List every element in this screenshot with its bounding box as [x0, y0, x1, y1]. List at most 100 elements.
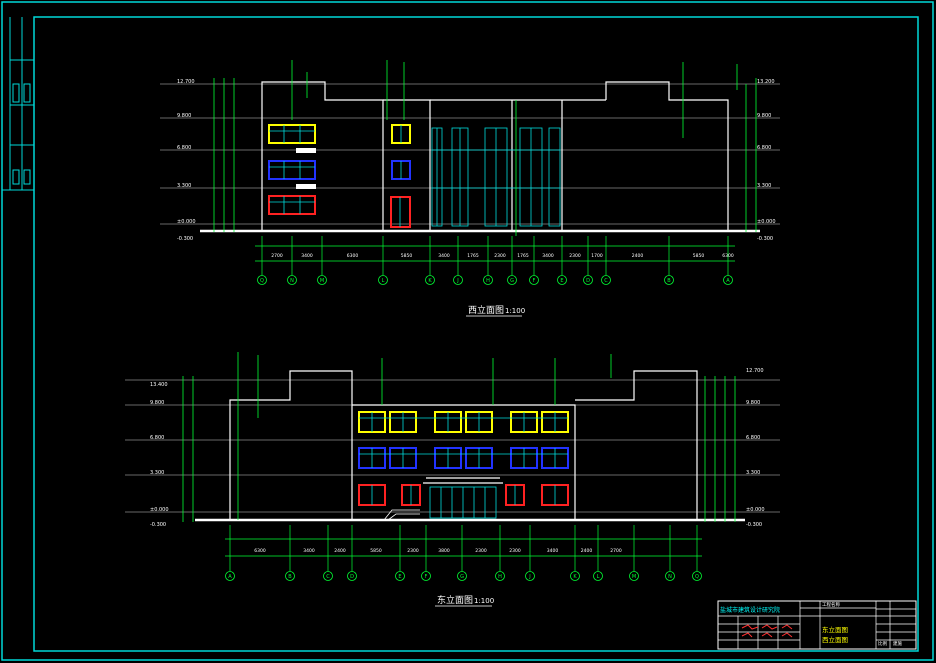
- west-axis-bubble: [287, 275, 297, 285]
- east-dimension: 2400: [334, 548, 346, 554]
- east-dimension: 3400: [303, 548, 315, 554]
- west-dimension: 1765: [467, 253, 479, 259]
- east-level-right: 6.800: [746, 435, 760, 441]
- east-level-right: 3.300: [746, 470, 760, 476]
- west-dimension: 1700: [591, 253, 603, 259]
- east-axis-bubble: [347, 571, 357, 581]
- west-level-right: ±0.000: [757, 219, 776, 225]
- west-level-right: 6.800: [757, 145, 771, 151]
- west-dimension: 2700: [271, 253, 283, 259]
- west-axis-label: N: [290, 278, 294, 284]
- east-dimension: 6300: [254, 548, 266, 554]
- east-axis-label: N: [668, 574, 672, 580]
- west-dimension: 2300: [494, 253, 506, 259]
- design-institute-name: 盐城市建筑设计研究院: [720, 606, 780, 614]
- west-elevation-scale: 1:100: [505, 307, 525, 315]
- east-axis-label: C: [326, 574, 330, 580]
- drawing-title-1: 东立面图: [822, 625, 848, 634]
- east-axis-label: M: [632, 574, 636, 580]
- east-axis-label: B: [288, 574, 292, 580]
- west-axis-bubble: [483, 275, 493, 285]
- east-axis-bubble: [570, 571, 580, 581]
- drawing-title-2: 西立面图: [822, 635, 848, 644]
- east-axis-bubble: [285, 571, 295, 581]
- west-axis-label: K: [428, 278, 432, 284]
- west-axis-bubble: [507, 275, 517, 285]
- west-axis-label: Q: [260, 278, 264, 284]
- inner-frame: [33, 16, 919, 652]
- east-dimension: 2300: [407, 548, 419, 554]
- east-axis-bubble: [593, 571, 603, 581]
- west-axis-label: F: [533, 278, 536, 284]
- west-level-right: -0.300: [757, 236, 773, 242]
- west-level-left: 6.800: [177, 145, 191, 151]
- east-axis-bubble: [665, 571, 675, 581]
- west-dimension: 3400: [542, 253, 554, 259]
- east-level-right: -0.300: [746, 522, 762, 528]
- west-axis-label: G: [510, 278, 514, 284]
- east-axis-bubble: [323, 571, 333, 581]
- west-dimension: 3400: [301, 253, 313, 259]
- west-axis-label: B: [667, 278, 671, 284]
- title-block: 盐城市建筑设计研究院 工程名称 东立面图 西立面图 比例 建施: [717, 600, 917, 650]
- west-axis-label: M: [320, 278, 324, 284]
- sheet-number: 建施: [893, 640, 902, 647]
- east-axis-label: G: [460, 574, 464, 580]
- east-axis-label: D: [350, 574, 354, 580]
- west-axis-bubble: [425, 275, 435, 285]
- west-axis-label: J: [456, 278, 458, 284]
- west-axis-label: D: [586, 278, 590, 284]
- east-dimension: 2700: [610, 548, 622, 554]
- west-level-left: 12.700: [177, 79, 195, 85]
- west-axis-bubble: [529, 275, 539, 285]
- west-axis-label: L: [382, 278, 385, 284]
- west-dimension: 2300: [569, 253, 581, 259]
- west-axis-bubble: [601, 275, 611, 285]
- east-axis-bubble: [495, 571, 505, 581]
- west-level-left: ±0.000: [177, 219, 196, 225]
- west-axis-bubble: [664, 275, 674, 285]
- east-axis-bubble: [395, 571, 405, 581]
- west-elevation-title: 西立面图: [468, 304, 504, 316]
- east-axis-label: H: [498, 574, 502, 580]
- east-level-left: -0.300: [150, 522, 166, 528]
- east-axis-label: F: [425, 574, 428, 580]
- east-level-left: 9.800: [150, 400, 164, 406]
- west-dimension: 6300: [347, 253, 359, 259]
- east-level-left: 13.400: [150, 382, 168, 388]
- east-axis-label: A: [228, 574, 232, 580]
- east-dimension: 3400: [547, 548, 559, 554]
- west-axis-bubble: [453, 275, 463, 285]
- east-axis-bubble: [225, 571, 235, 581]
- east-dimension: 5850: [370, 548, 382, 554]
- west-axis-bubble: [317, 275, 327, 285]
- west-level-right: 13.200: [757, 79, 775, 85]
- west-level-left: -0.300: [177, 236, 193, 242]
- west-axis-label: C: [604, 278, 608, 284]
- east-axis-bubble: [629, 571, 639, 581]
- west-dimension: 2400: [632, 253, 644, 259]
- east-axis-bubble: [692, 571, 702, 581]
- east-level-right: 9.800: [746, 400, 760, 406]
- west-axis-label: A: [726, 278, 730, 284]
- west-axis-bubble: [723, 275, 733, 285]
- project-label: 工程名称: [822, 601, 840, 608]
- east-dimension: 3800: [438, 548, 450, 554]
- east-level-left: 3.300: [150, 470, 164, 476]
- east-elevation-title: 东立面图: [437, 594, 473, 606]
- west-dimension: 5850: [401, 253, 413, 259]
- east-axis-label: K: [573, 574, 577, 580]
- west-dimension: 1765: [517, 253, 529, 259]
- east-axis-label: L: [597, 574, 600, 580]
- east-level-left: ±0.000: [150, 507, 169, 513]
- west-axis-label: H: [486, 278, 490, 284]
- west-axis-bubble: [257, 275, 267, 285]
- east-level-right: ±0.000: [746, 507, 765, 513]
- east-axis-bubble: [421, 571, 431, 581]
- west-level-right: 3.300: [757, 183, 771, 189]
